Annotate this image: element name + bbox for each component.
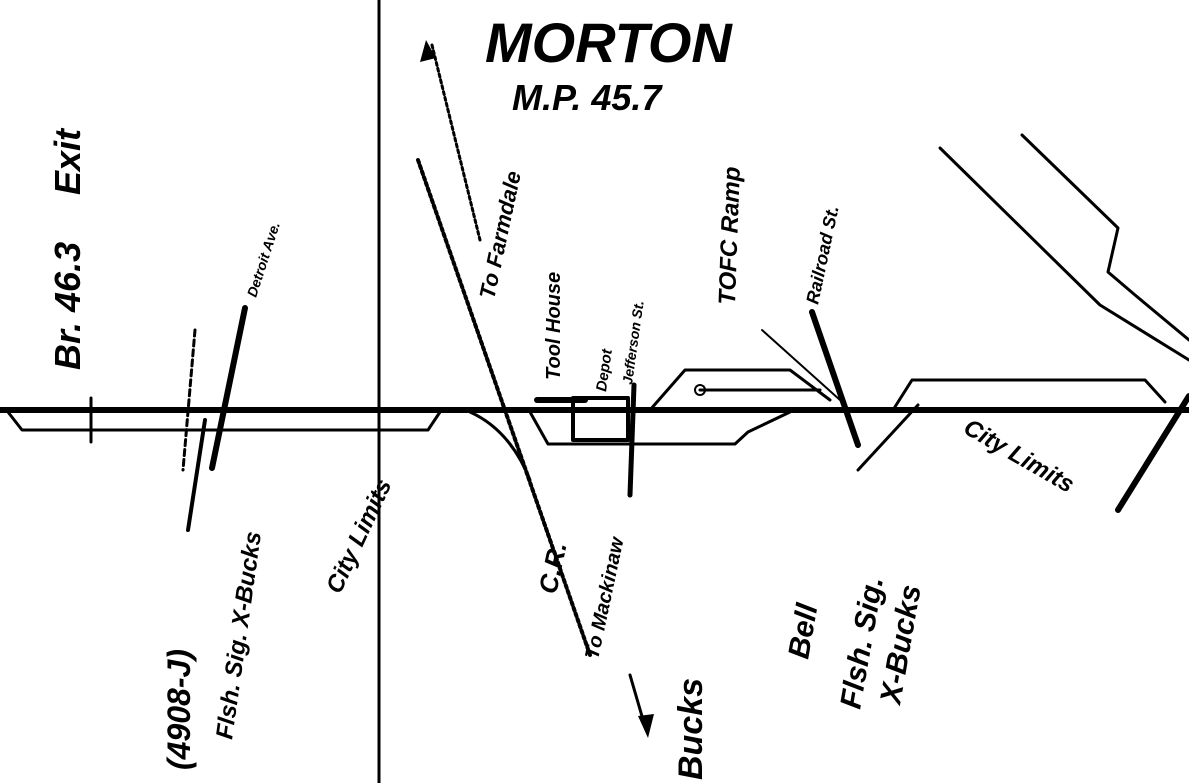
signal-id-label: (4908-J) xyxy=(161,649,197,770)
arrow-to-farmdale xyxy=(420,40,436,62)
cr-railway-north xyxy=(430,43,482,242)
city-limits-west-label: City Limits xyxy=(321,475,397,598)
page-title: MORTON xyxy=(485,11,733,74)
upper-right-road-b xyxy=(1020,133,1189,342)
railroad-st-road xyxy=(809,309,861,448)
tofc-ramp-label: TOFC Ramp xyxy=(714,166,746,305)
railroad-st-label: Railroad St. xyxy=(802,204,842,306)
jefferson-st-road xyxy=(627,382,637,498)
crossing-signal-west-lower xyxy=(186,418,207,532)
flashing-signal-west-label: Flsh. Sig. X-Bucks xyxy=(211,530,267,741)
tool-house-label: Tool House xyxy=(543,272,565,380)
detroit-ave-label: Detroit Ave. xyxy=(244,220,283,299)
upper-right-road-a xyxy=(938,146,1189,362)
depot-building xyxy=(571,396,630,442)
railroad-st-leader xyxy=(761,329,841,401)
detroit-ave-road xyxy=(209,305,248,471)
tofc-siding xyxy=(648,368,832,412)
bucks-label: Bucks xyxy=(672,678,710,780)
east-city-limits-road xyxy=(1115,393,1189,513)
arrow-to-bucks xyxy=(638,714,654,738)
to-farmdale-label: To Farmdale xyxy=(474,169,525,301)
crossing-signal-west-upper xyxy=(181,328,197,472)
to-mackinaw-label: To Mackinaw xyxy=(581,534,629,661)
bell-label: Bell xyxy=(782,601,824,662)
bridge-label: Br. 46.3 xyxy=(47,242,88,370)
west-siding xyxy=(6,410,442,432)
depot-label: Depot xyxy=(593,347,616,392)
east-siding xyxy=(891,378,1167,412)
depot-siding xyxy=(528,410,792,446)
city-limits-east-label: City Limits xyxy=(959,414,1079,499)
city-limits-line-east xyxy=(856,403,920,472)
exit-label: Exit xyxy=(47,127,88,195)
milepost-label: M.P. 45.7 xyxy=(512,77,663,118)
jefferson-st-label: Jefferson St. xyxy=(619,299,647,385)
cr-railway xyxy=(416,158,592,657)
connecting-track xyxy=(468,410,532,482)
tofc-ramp-end xyxy=(694,384,706,396)
